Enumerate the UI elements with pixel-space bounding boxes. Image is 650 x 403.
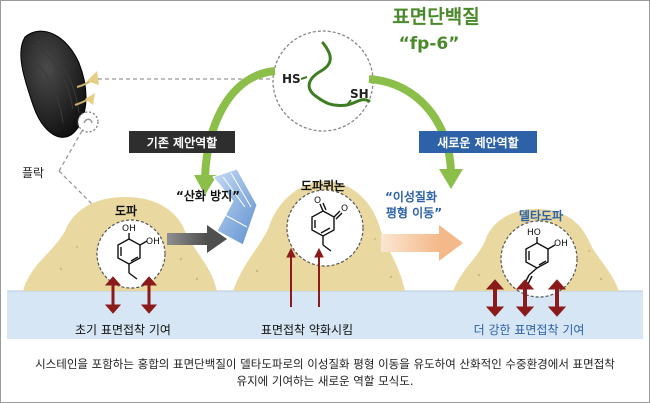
dopaquinone-structure	[311, 202, 343, 252]
plaque-zoom-circle	[77, 111, 99, 133]
label-initial-adhesion: 초기 표면접착 기여	[75, 323, 171, 337]
arrow-existing-role-head	[194, 175, 217, 195]
protein-title: 표면단백질	[392, 6, 479, 28]
dopaquinone-label: 도파퀴논	[301, 178, 345, 193]
protein-subtitle: “fp-6”	[399, 34, 460, 54]
deltadopa-ho: HO	[527, 228, 541, 238]
plaque-label: 플락	[22, 166, 44, 180]
thiol-bond-left	[300, 76, 308, 80]
connector-zoom-plaque	[58, 130, 83, 172]
adhesion-arrows-deltadopa	[485, 279, 567, 317]
badge-existing-role	[129, 131, 235, 153]
arrow-existing-role	[201, 67, 276, 178]
dopa-molecule-circle	[96, 219, 166, 289]
caption-line-1: 시스테인을 포함하는 홍합의 표면단백질이 델타도파로의 이성질화 평형 이동을…	[35, 357, 615, 371]
protein-chain	[307, 41, 371, 107]
badge-new-role	[419, 131, 537, 153]
oxidation-arrow-head	[207, 225, 227, 253]
mussel-shell-icon	[20, 30, 87, 138]
dopa-label: 도파	[115, 203, 137, 218]
label-stronger-adhesion: 더 강한 표면접착 기여	[474, 323, 585, 337]
deltadopa-label: 델타도파	[519, 208, 563, 223]
antioxidant-shield	[212, 168, 258, 246]
plaque-small-2	[85, 93, 95, 105]
deltadopa-oh: OH	[554, 239, 568, 249]
adhesion-arrows-dopa	[104, 276, 158, 314]
dopa-oh-2: OH	[146, 237, 160, 247]
label-weakened-adhesion: 표면접착 약화시킴	[261, 322, 353, 337]
zoom-inner-mark	[83, 118, 93, 124]
thiol-bond-right	[346, 99, 352, 106]
antioxidant-label: “산화 방지”	[176, 188, 240, 203]
badge-new-role-label: 새로운 제안역할	[437, 135, 518, 150]
plaque-small-1	[87, 71, 99, 85]
deltadopa-structure	[524, 237, 556, 285]
arrow-new-role	[368, 75, 455, 172]
oxidation-arrow-body	[167, 233, 207, 245]
isomerization-label-line2: 평형 이동”	[386, 205, 442, 220]
figure-caption: 시스테인을 포함하는 홍합의 표면단백질이 델타도파로의 이성질화 평형 이동을…	[10, 356, 640, 390]
deltadopa-molecule-circle	[500, 220, 578, 298]
badge-existing-role-label: 기존 제안역할	[147, 135, 217, 150]
dopaquinone-molecule-circle	[286, 189, 364, 267]
plaque-texture	[59, 238, 603, 281]
dopaquinone-o-1: O	[314, 196, 321, 206]
dopa-oh-1: OH	[122, 224, 136, 234]
isomerization-arrow-head	[439, 225, 463, 261]
arrow-new-role-head	[439, 169, 463, 189]
mechanism-diagram: 표면단백질 “fp-6” HS SH 기존 제안역할 새로운 제안역할 플락 도…	[7, 6, 643, 339]
dopaquinone-o-2: O	[341, 204, 348, 214]
adhesion-arrows-dopaquinone	[286, 247, 324, 307]
isomerization-arrow-body	[381, 234, 439, 252]
thiol-label-left: HS	[282, 72, 301, 86]
caption-line-2: 유지에 기여하는 새로운 역할 모식도.	[236, 374, 414, 388]
thiol-label-right: SH	[350, 87, 369, 101]
isomerization-label-line1: “이성질화	[385, 189, 437, 204]
dopa-structure	[117, 233, 148, 280]
